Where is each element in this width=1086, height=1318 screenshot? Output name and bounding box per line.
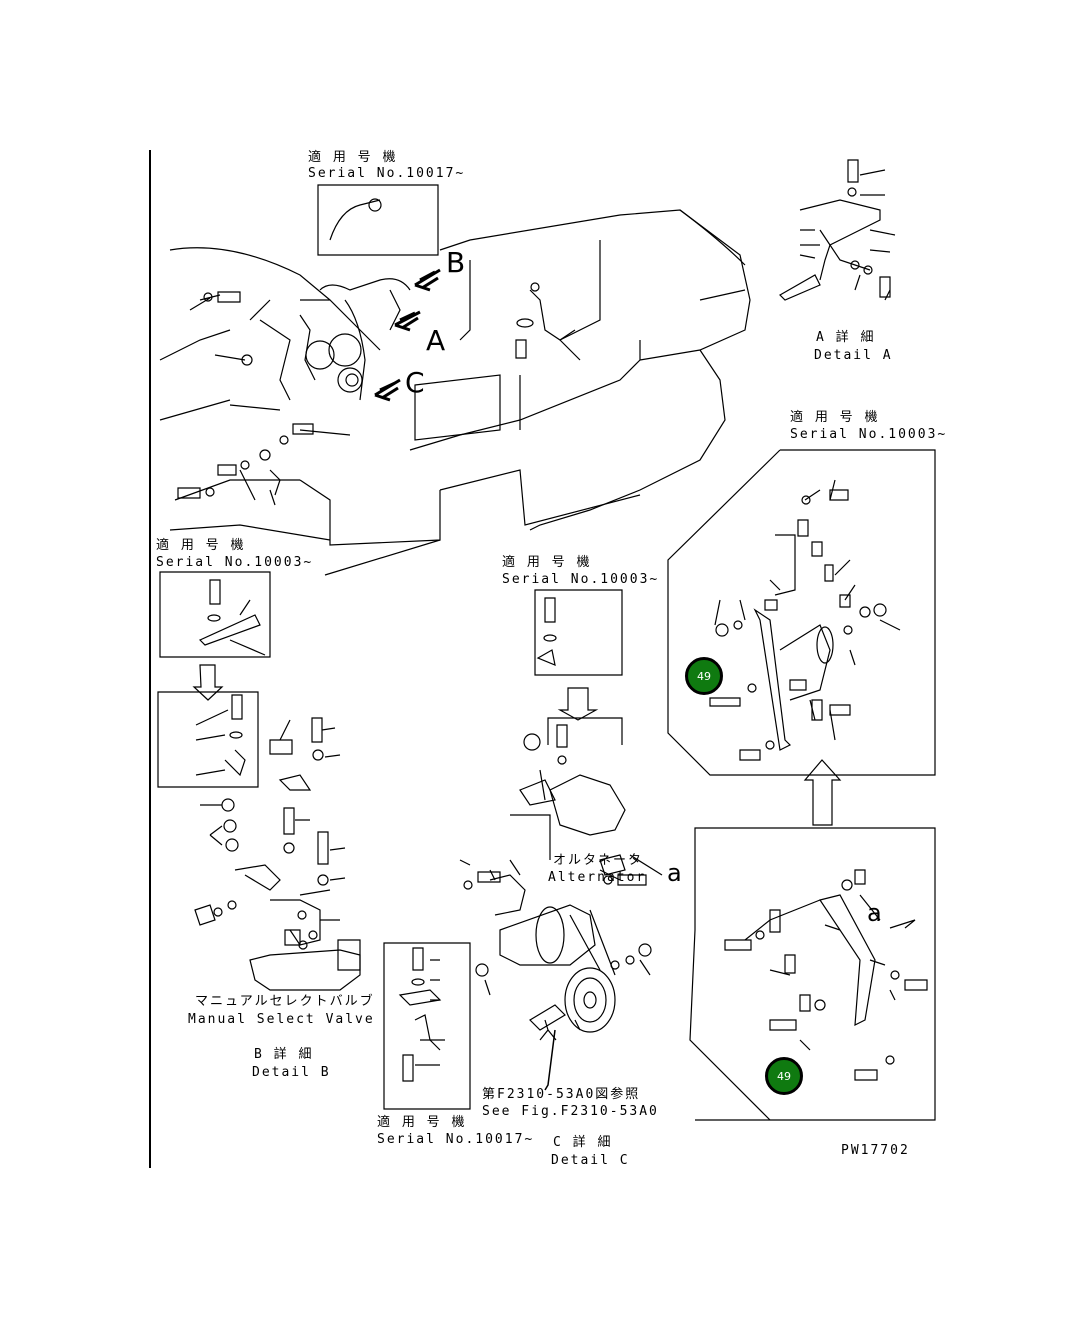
see-fig-en: See Fig.F2310-53A0: [482, 1104, 659, 1119]
right-lower-parts: [725, 870, 927, 1080]
detail-right-frame: [668, 450, 935, 1120]
serial-right-en: Serial No.10003~: [790, 427, 948, 442]
detail-a-jp: A 詳 細: [816, 330, 876, 345]
valve-en: Manual Select Valve: [188, 1012, 375, 1027]
callout-49-upper[interactable]: 49: [685, 657, 723, 695]
detail-b-en: Detail B: [252, 1065, 331, 1080]
drawing-id: PW17702: [841, 1143, 910, 1158]
detail-b-drawing: [158, 572, 360, 990]
serial-mid-jp: 適 用 号 機: [502, 555, 592, 570]
engine-block-outline: [160, 210, 750, 575]
alternator-jp: オルタネータ: [553, 853, 644, 868]
serial-top-jp: 適 用 号 機: [308, 150, 398, 165]
view-letter-small-a-1: a: [667, 859, 682, 887]
harness-area: [178, 185, 580, 505]
see-fig-jp: 第F2310-53A0図参照: [482, 1087, 641, 1102]
detail-a-drawing: [780, 160, 895, 300]
serial-bottom-en: Serial No.10017~: [377, 1132, 535, 1147]
view-arrows: [375, 270, 440, 400]
detail-a-en: Detail A: [814, 348, 893, 363]
detail-b-jp: B 詳 細: [254, 1047, 314, 1062]
detail-c-jp: C 詳 細: [553, 1135, 613, 1150]
view-letter-c: C: [405, 366, 425, 399]
right-upper-parts: [710, 480, 900, 760]
view-letter-b: B: [446, 246, 466, 279]
serial-bottom-jp: 適 用 号 機: [377, 1115, 467, 1130]
detail-c-en: Detail C: [551, 1153, 630, 1168]
view-letter-a: A: [426, 324, 446, 357]
alternator-en: Alternator: [548, 870, 647, 885]
serial-left-en: Serial No.10003~: [156, 555, 314, 570]
valve-jp: マニュアルセレクトバルブ: [195, 994, 375, 1009]
callout-49-lower[interactable]: 49: [765, 1057, 803, 1095]
serial-right-jp: 適 用 号 機: [790, 410, 880, 425]
serial-mid-en: Serial No.10003~: [502, 572, 660, 587]
serial-left-jp: 適 用 号 機: [156, 538, 246, 553]
detail-c-drawing: [384, 590, 662, 1109]
serial-top-en: Serial No.10017~: [308, 166, 466, 181]
view-letter-small-a-2: a: [867, 899, 882, 927]
